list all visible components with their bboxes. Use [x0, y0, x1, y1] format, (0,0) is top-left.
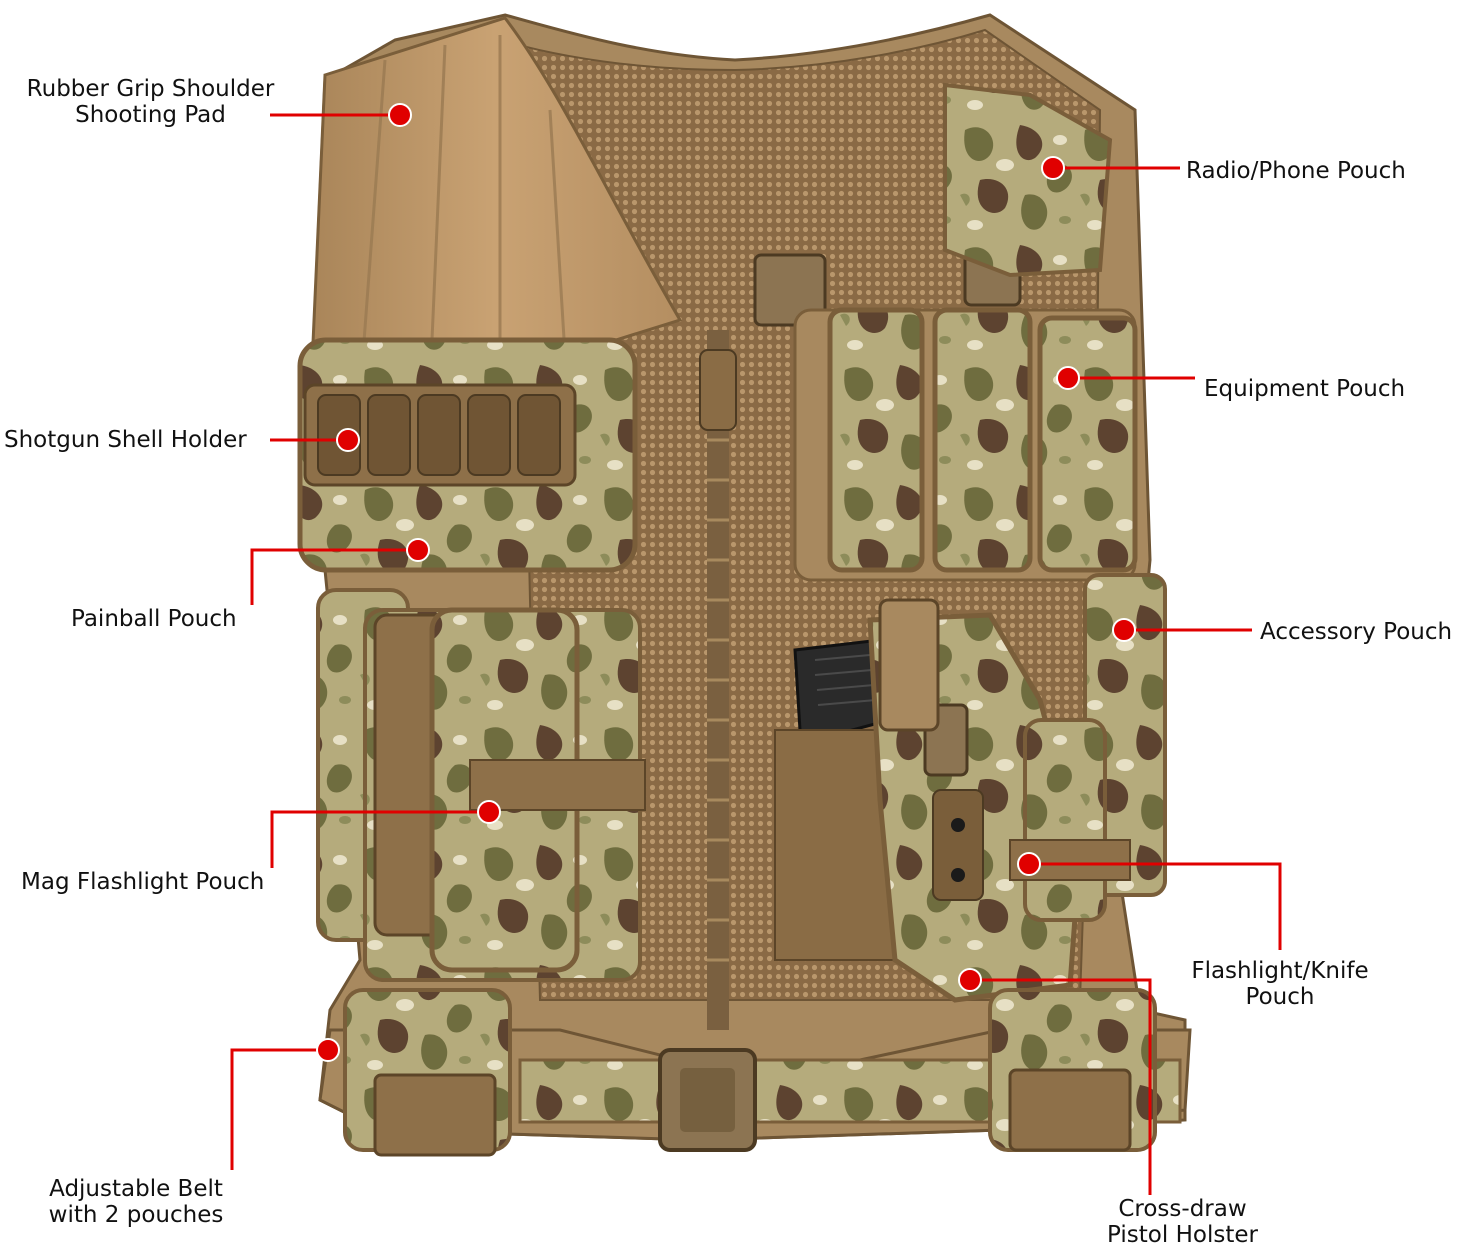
dot-shell-holder [336, 428, 360, 452]
label-accessory-pouch-text: Accessory Pouch [1260, 619, 1453, 645]
dot-holster [958, 968, 982, 992]
label-equipment-pouch-text: Equipment Pouch [1204, 376, 1406, 402]
leader-paintball-pouch [250, 548, 418, 605]
label-shoulder-pad-line2: Shooting Pad [75, 102, 226, 128]
label-shell-holder: Shotgun Shell Holder [4, 427, 247, 453]
dot-shoulder-pad [388, 103, 412, 127]
dot-radio-pouch [1041, 156, 1065, 180]
leader-knife-pouch [1029, 862, 1282, 950]
label-knife-pouch: Flashlight/Knife Pouch [1180, 958, 1380, 1010]
leader-holster [970, 978, 1152, 1195]
dot-accessory-pouch [1112, 618, 1136, 642]
velcro-panel [774, 729, 896, 961]
leader-mag-flashlight [270, 810, 489, 868]
label-holster: Cross-draw Pistol Holster [1090, 1196, 1275, 1248]
dot-knife-pouch [1017, 852, 1041, 876]
label-paintball-pouch-text: Painball Pouch [71, 606, 237, 632]
label-radio-pouch: Radio/Phone Pouch [1186, 158, 1406, 184]
label-mag-flashlight-text: Mag Flashlight Pouch [21, 869, 265, 895]
label-paintball-pouch: Painball Pouch [71, 606, 237, 632]
label-holster-line2: Pistol Holster [1107, 1222, 1258, 1248]
label-radio-pouch-text: Radio/Phone Pouch [1186, 158, 1406, 184]
label-accessory-pouch: Accessory Pouch [1260, 619, 1452, 645]
label-holster-line1: Cross-draw [1118, 1196, 1247, 1222]
dot-mag-flashlight [477, 800, 501, 824]
label-knife-pouch-line1: Flashlight/Knife [1191, 958, 1369, 984]
dot-belt [316, 1038, 340, 1062]
flashlight-knife-pouch [1023, 718, 1107, 922]
dot-equipment-pouch [1056, 366, 1080, 390]
label-belt-line2: with 2 pouches [48, 1202, 224, 1228]
leader-belt [230, 1048, 328, 1170]
callout-lines [230, 113, 1282, 1195]
callout-dots [316, 103, 1136, 1062]
dot-paintball-pouch [406, 538, 430, 562]
label-shoulder-pad-line1: Rubber Grip Shoulder [26, 76, 275, 102]
label-belt: Adjustable Belt with 2 pouches [40, 1176, 232, 1228]
label-mag-flashlight: Mag Flashlight Pouch [21, 869, 264, 895]
label-shoulder-pad: Rubber Grip Shoulder Shooting Pad [18, 76, 283, 128]
radio-pouch [943, 82, 1113, 278]
label-equipment-pouch: Equipment Pouch [1204, 376, 1405, 402]
label-knife-pouch-line2: Pouch [1245, 984, 1315, 1010]
label-belt-line1: Adjustable Belt [49, 1176, 223, 1202]
label-shell-holder-text: Shotgun Shell Holder [4, 427, 247, 453]
